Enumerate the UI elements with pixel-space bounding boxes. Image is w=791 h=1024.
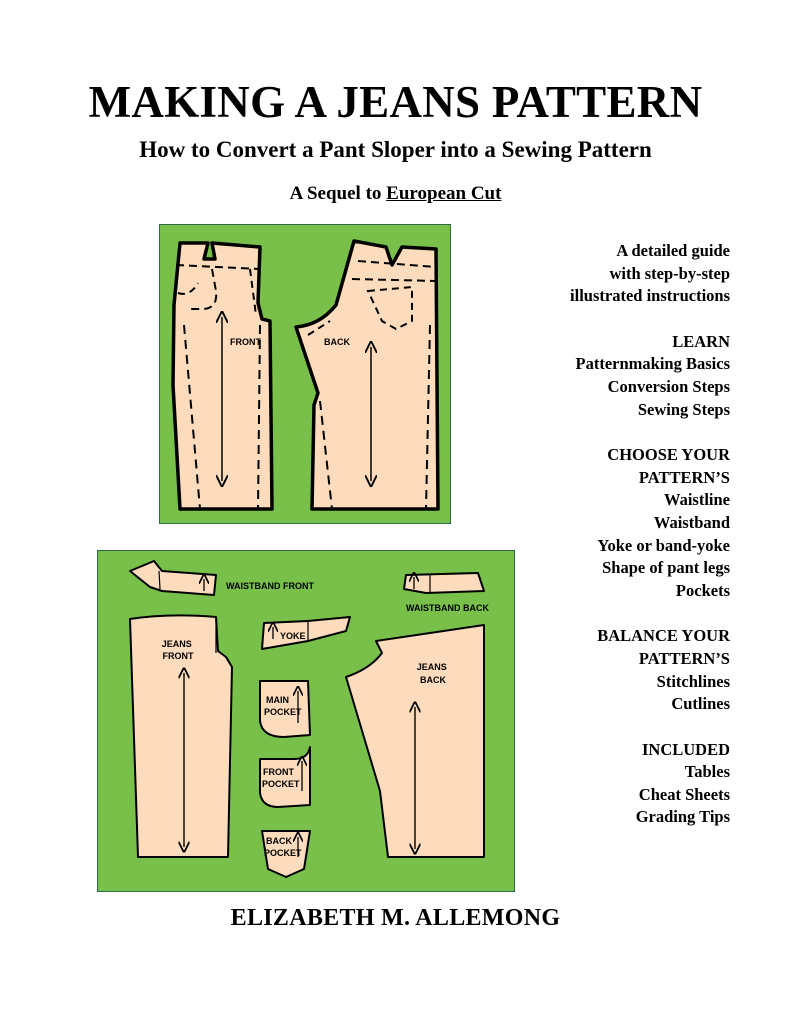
book-subtitle: How to Convert a Pant Sloper into a Sewi… bbox=[139, 137, 652, 162]
balance-item: Stitchlines bbox=[656, 671, 730, 691]
sloper-illustration: FRONT BACK bbox=[159, 224, 451, 524]
choose-item: Waistline bbox=[663, 490, 730, 510]
learn-item: Conversion Steps bbox=[607, 376, 730, 396]
learn-item: Sewing Steps bbox=[637, 399, 730, 419]
waistband-front-label: WAISTBAND FRONT bbox=[226, 581, 314, 591]
jeans-back-piece bbox=[345, 624, 485, 858]
sequel-prefix: A Sequel to bbox=[289, 183, 387, 204]
sequel-book-title: European Cut bbox=[386, 183, 502, 204]
intro-group: A detailed guide with step-by-step illus… bbox=[470, 240, 730, 308]
choose-item: Waistband bbox=[653, 512, 730, 532]
jeans-front-label-line2: FRONT bbox=[163, 651, 194, 661]
jeans-back-label-line2: BACK bbox=[420, 675, 446, 685]
yoke-label: YOKE bbox=[280, 631, 306, 641]
intro-line: with step-by-step bbox=[609, 263, 730, 283]
intro-line: A detailed guide bbox=[616, 241, 730, 260]
front-pocket-label-line1: FRONT bbox=[263, 767, 294, 777]
main-pocket-piece bbox=[259, 680, 311, 738]
sequel-line: A Sequel to European Cut bbox=[0, 182, 791, 206]
book-title: MAKING A JEANS PATTERN bbox=[88, 77, 703, 127]
jeans-front-label-line1: JEANS bbox=[162, 639, 192, 649]
back-pocket-label: BACK POCKET bbox=[264, 836, 302, 858]
pattern-pieces-illustration: WAISTBAND FRONT WAISTBAND BACK JEANS FRO… bbox=[97, 550, 515, 892]
main-pocket-label-line2: POCKET bbox=[264, 707, 302, 717]
included-group: INCLUDED Tables Cheat Sheets Grading Tip… bbox=[470, 739, 730, 829]
intro-line: illustrated instructions bbox=[570, 286, 730, 306]
back-pocket-label-line1: BACK bbox=[266, 836, 292, 846]
learn-heading: LEARN bbox=[672, 331, 730, 351]
balance-item: Cutlines bbox=[671, 694, 730, 714]
balance-heading: PATTERN’S bbox=[638, 648, 730, 668]
feature-list: A detailed guide with step-by-step illus… bbox=[470, 240, 730, 852]
back-pocket-piece bbox=[261, 830, 311, 878]
included-item: Cheat Sheets bbox=[638, 784, 730, 804]
yoke-piece bbox=[261, 616, 351, 650]
waistband-back-label: WAISTBAND BACK bbox=[406, 603, 489, 613]
learn-group: LEARN Patternmaking Basics Conversion St… bbox=[470, 331, 730, 421]
front-sloper-piece: FRONT bbox=[171, 241, 274, 511]
included-heading: INCLUDED bbox=[641, 739, 730, 759]
main-pocket-label: MAIN POCKET bbox=[264, 695, 302, 717]
back-pocket-label-line2: POCKET bbox=[264, 848, 302, 858]
jeans-back-label: JEANS BACK bbox=[417, 662, 450, 685]
main-pocket-label-line1: MAIN bbox=[266, 695, 289, 705]
waistband-back-piece bbox=[403, 573, 485, 594]
jeans-back-label-line1: JEANS bbox=[417, 662, 447, 672]
choose-item: Shape of pant legs bbox=[602, 558, 730, 578]
front-pocket-label: FRONT POCKET bbox=[262, 767, 300, 789]
balance-heading: BALANCE YOUR bbox=[597, 626, 730, 646]
choose-item: Pockets bbox=[675, 580, 730, 600]
choose-item: Yoke or band-yoke bbox=[597, 535, 730, 555]
included-item: Grading Tips bbox=[635, 807, 730, 827]
waistband-front-piece bbox=[129, 560, 217, 596]
balance-group: BALANCE YOUR PATTERN’S Stitchlines Cutli… bbox=[470, 625, 730, 715]
front-pocket-piece bbox=[259, 746, 311, 808]
choose-heading: CHOOSE YOUR bbox=[607, 445, 730, 465]
included-item: Tables bbox=[684, 762, 730, 782]
jeans-front-label: JEANS FRONT bbox=[162, 639, 195, 661]
choose-heading: PATTERN’S bbox=[638, 467, 730, 487]
back-sloper-piece: BACK bbox=[294, 239, 440, 511]
jeans-front-piece bbox=[129, 614, 233, 858]
back-label: BACK bbox=[324, 337, 350, 347]
choose-group: CHOOSE YOUR PATTERN’S Waistline Waistban… bbox=[470, 444, 730, 602]
learn-item: Patternmaking Basics bbox=[575, 354, 730, 374]
front-label: FRONT bbox=[230, 337, 261, 347]
author-name: ELIZABETH M. ALLEMONG bbox=[230, 905, 561, 931]
front-pocket-label-line2: POCKET bbox=[262, 779, 300, 789]
